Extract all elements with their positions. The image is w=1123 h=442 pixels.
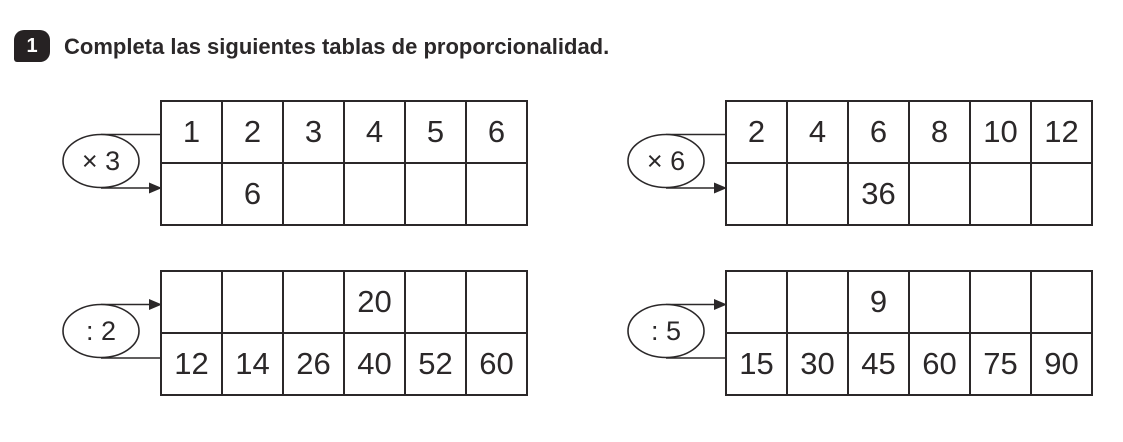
answer-cell[interactable]	[908, 162, 971, 226]
arrow-head-icon	[149, 299, 162, 310]
answer-cell[interactable]	[1030, 270, 1093, 334]
proportion-table-group-div2: : 2 20 12 14 26 40 52 60	[60, 265, 535, 405]
given-cell: 14	[221, 332, 284, 396]
given-cell: 6	[221, 162, 284, 226]
answer-cell[interactable]	[969, 162, 1032, 226]
table-row: 20	[160, 270, 528, 334]
table-row: 15 30 45 60 75 90	[725, 332, 1093, 396]
answer-cell[interactable]	[465, 270, 528, 334]
answer-cell[interactable]	[160, 162, 223, 226]
given-cell: 10	[969, 100, 1032, 164]
given-cell: 4	[343, 100, 406, 164]
operator-label: × 3	[82, 146, 120, 176]
answer-cell[interactable]	[343, 162, 406, 226]
exercise-title: Completa las siguientes tablas de propor…	[64, 34, 610, 59]
given-cell: 75	[969, 332, 1032, 396]
given-cell: 6	[465, 100, 528, 164]
answer-cell[interactable]	[404, 162, 467, 226]
given-cell: 15	[725, 332, 788, 396]
answer-cell[interactable]	[725, 162, 788, 226]
given-cell: 20	[343, 270, 406, 334]
answer-cell[interactable]	[221, 270, 284, 334]
given-cell: 26	[282, 332, 345, 396]
operator-connector: × 6	[627, 133, 727, 194]
given-cell: 2	[725, 100, 788, 164]
operator-ellipse	[62, 133, 140, 189]
proportion-table-group-x6: × 6 2 4 6 8 10 12 36	[625, 95, 1100, 235]
values-table: 2 4 6 8 10 12 36	[725, 100, 1093, 226]
given-cell: 1	[160, 100, 223, 164]
answer-cell[interactable]	[160, 270, 223, 334]
operator-ellipse	[627, 303, 705, 359]
answer-cell[interactable]	[1030, 162, 1093, 226]
values-table: 1 2 3 4 5 6 6	[160, 100, 528, 226]
answer-cell[interactable]	[282, 162, 345, 226]
given-cell: 60	[465, 332, 528, 396]
given-cell: 8	[908, 100, 971, 164]
given-cell: 90	[1030, 332, 1093, 396]
answer-cell[interactable]	[969, 270, 1032, 334]
proportion-table-group-x3: × 3 1 2 3 4 5 6 6	[60, 95, 535, 235]
arrow-head-icon	[714, 182, 727, 194]
operator-connector: : 5	[627, 299, 727, 359]
exercise-number-badge: 1	[14, 30, 50, 62]
answer-cell[interactable]	[465, 162, 528, 226]
table-row: 1 2 3 4 5 6	[160, 100, 528, 164]
given-cell: 3	[282, 100, 345, 164]
operator-label: : 2	[86, 316, 116, 346]
table-row: 2 4 6 8 10 12	[725, 100, 1093, 164]
given-cell: 30	[786, 332, 849, 396]
proportion-table-group-div5: : 5 9 15 30 45 60 75 90	[625, 265, 1100, 405]
given-cell: 6	[847, 100, 910, 164]
answer-cell[interactable]	[282, 270, 345, 334]
operator-connector: × 3	[62, 133, 162, 194]
given-cell: 45	[847, 332, 910, 396]
given-cell: 60	[908, 332, 971, 396]
operator-label: : 5	[651, 316, 681, 346]
given-cell: 4	[786, 100, 849, 164]
arrow-head-icon	[714, 299, 727, 310]
operator-ellipse	[62, 303, 140, 359]
arrow-head-icon	[149, 182, 162, 194]
answer-cell[interactable]	[786, 270, 849, 334]
given-cell: 9	[847, 270, 910, 334]
given-cell: 2	[221, 100, 284, 164]
operator-ellipse	[627, 133, 705, 189]
given-cell: 40	[343, 332, 406, 396]
operator-label: × 6	[647, 146, 685, 176]
given-cell: 52	[404, 332, 467, 396]
given-cell: 12	[1030, 100, 1093, 164]
answer-cell[interactable]	[725, 270, 788, 334]
table-row: 6	[160, 162, 528, 226]
table-row: 36	[725, 162, 1093, 226]
values-table: 9 15 30 45 60 75 90	[725, 270, 1093, 396]
answer-cell[interactable]	[786, 162, 849, 226]
values-table: 20 12 14 26 40 52 60	[160, 270, 528, 396]
table-row: 12 14 26 40 52 60	[160, 332, 528, 396]
table-row: 9	[725, 270, 1093, 334]
given-cell: 5	[404, 100, 467, 164]
answer-cell[interactable]	[908, 270, 971, 334]
answer-cell[interactable]	[404, 270, 467, 334]
operator-connector: : 2	[62, 299, 162, 359]
given-cell: 36	[847, 162, 910, 226]
given-cell: 12	[160, 332, 223, 396]
